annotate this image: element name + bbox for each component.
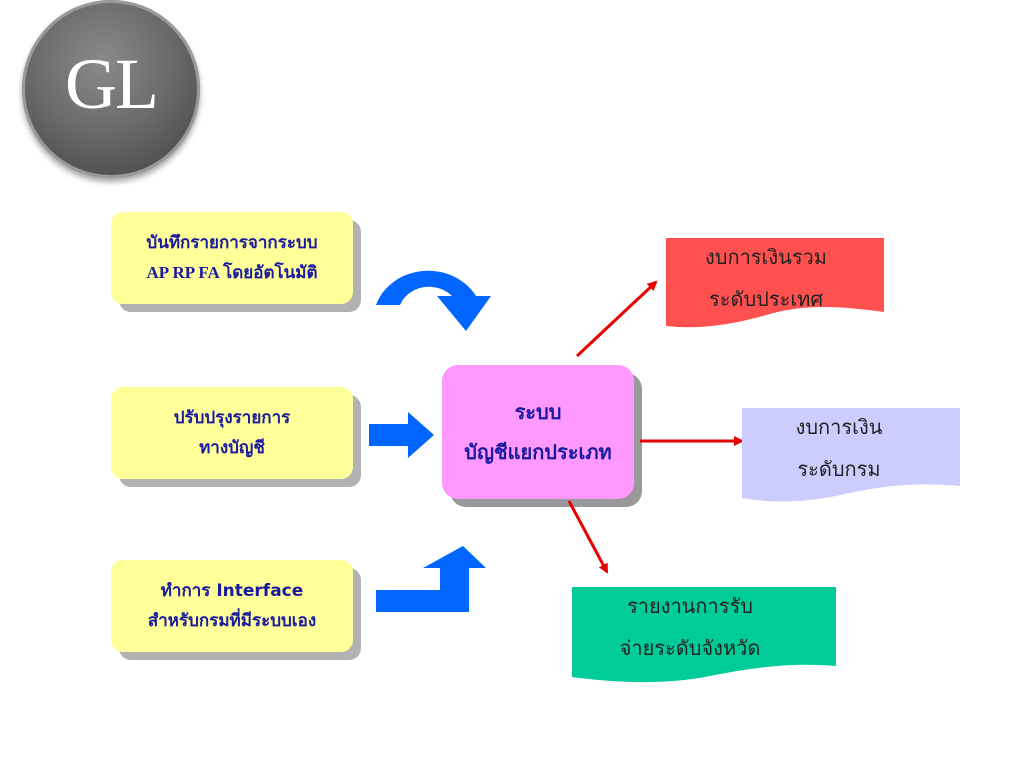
input-box-auto-entry-line2: AP RP FA โดยอัตโนมัติ <box>146 263 318 282</box>
curved-arrow-icon <box>376 270 491 331</box>
logo-text: GL <box>65 44 159 124</box>
bent-up-arrow-icon <box>376 546 486 612</box>
input-box-auto-entry-line1: บันทึกรายการจากระบบ <box>146 233 318 253</box>
output-national-line1: งบการเงินรวม <box>705 245 827 269</box>
output-doc-department <box>742 408 960 502</box>
center-box-gl-system: ระบบ บัญชีแยกประเภท <box>442 365 634 499</box>
output-province-line1: รายงานการรับ <box>627 594 753 618</box>
right-arrow-icon <box>369 412 434 458</box>
red-arrow-to-national <box>575 280 658 358</box>
input-box-interface-line2: สำหรับกรมที่มีระบบเอง <box>147 611 317 631</box>
output-doc-national <box>666 238 884 328</box>
output-province-line2: จ่ายระดับจังหวัด <box>619 636 761 660</box>
output-department-line2: ระดับกรม <box>797 457 881 481</box>
output-national-line2: ระดับประเทศ <box>708 287 824 311</box>
output-national-text: งบการเงินรวม ระดับประเทศ <box>666 236 866 320</box>
gl-logo: GL <box>22 0 200 178</box>
output-department-text: งบการเงิน ระดับกรม <box>742 406 936 490</box>
red-arrow-to-province <box>567 500 609 574</box>
input-box-adjustment-line2: ทางบัญชี <box>199 438 265 458</box>
input-box-adjustment-line1: ปรับปรุงรายการ <box>173 408 291 428</box>
input-box-auto-entry: บันทึกรายการจากระบบ AP RP FA โดยอัตโนมัต… <box>111 212 353 304</box>
input-box-interface: ทำการ Interface สำหรับกรมที่มีระบบเอง <box>111 560 353 652</box>
center-box-line1: ระบบ <box>514 400 562 424</box>
input-box-adjustment: ปรับปรุงรายการ ทางบัญชี <box>111 387 353 479</box>
center-box-line2: บัญชีแยกประเภท <box>464 440 612 464</box>
output-department-line1: งบการเงิน <box>795 415 883 439</box>
output-province-text: รายงานการรับ จ่ายระดับจังหวัด <box>580 585 800 669</box>
output-doc-province <box>572 587 836 683</box>
input-box-interface-line1: ทำการ Interface <box>160 581 304 601</box>
